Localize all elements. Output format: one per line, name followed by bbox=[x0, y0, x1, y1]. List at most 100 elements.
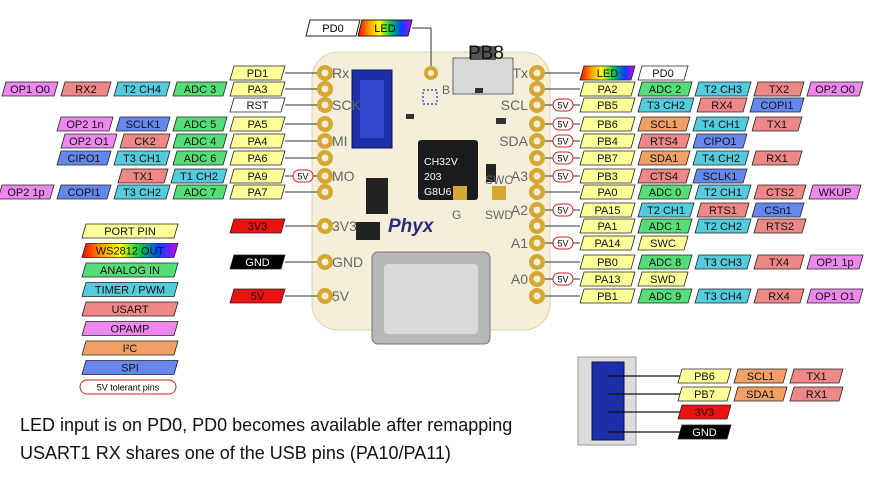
silk-label: Tx bbox=[512, 65, 528, 81]
pin-label-port-bg bbox=[579, 133, 636, 149]
legend-spi-text: SPI bbox=[121, 363, 139, 375]
pin-label-usart-bg bbox=[753, 288, 805, 304]
legend-analog: ANALOG IN bbox=[81, 262, 179, 278]
pin-pad-hole bbox=[321, 69, 329, 77]
pin-pad-hole bbox=[533, 258, 541, 266]
pin-label-opamp-text: OP2 1p bbox=[7, 187, 44, 199]
pin-label-timer: T3 CH2 bbox=[637, 97, 695, 113]
pin-pad-hole bbox=[533, 292, 541, 300]
legend-opamp-text: OPAMP bbox=[111, 324, 150, 336]
pin-label-analog: ADC 9 bbox=[637, 288, 693, 304]
pin-label-port-bg bbox=[229, 116, 286, 132]
pin-label-usart-bg bbox=[753, 184, 807, 200]
legend-port-text: PORT PIN bbox=[104, 226, 156, 238]
pin-label-usart: RX1 bbox=[751, 150, 803, 166]
pin-label-opamp: OP1 O0 bbox=[1, 81, 59, 97]
pin-label-analog-bg bbox=[172, 150, 228, 166]
pin-label-timer-bg bbox=[694, 288, 752, 304]
tolerant-tag-text: 5V bbox=[557, 275, 568, 285]
pin-label-spi: SCLK1 bbox=[115, 116, 171, 132]
pin-pad-hole bbox=[321, 154, 329, 162]
qwiic-label-port-bg bbox=[677, 368, 732, 384]
pin-label-analog-bg bbox=[172, 184, 228, 200]
legend-spi-bg bbox=[81, 360, 179, 375]
qwiic-label-i2c-bg bbox=[733, 368, 788, 384]
pin-label-usart-text: RTS2 bbox=[766, 221, 794, 233]
pin-label-opamp: OP2 1p bbox=[0, 184, 55, 200]
legend-tolerant: 5V tolerant pins bbox=[79, 379, 177, 395]
pin-label-port: PA1 bbox=[579, 218, 636, 234]
pin-label-port-bg bbox=[579, 81, 636, 97]
pin-pad-hole bbox=[533, 222, 541, 230]
tolerant-tag bbox=[552, 169, 574, 183]
pin-pad-hole bbox=[533, 172, 541, 180]
legend-usart-bg bbox=[81, 301, 179, 317]
pin-label-timer-text: T4 CH2 bbox=[702, 153, 740, 165]
pin-label-usart-bg bbox=[637, 168, 691, 184]
qwiic-label-port: PB7 bbox=[677, 386, 732, 402]
pin-label-analog: ADC 6 bbox=[172, 150, 228, 166]
pin-label-opamp: WKUP bbox=[808, 184, 862, 200]
pin-label-port-text: PA2 bbox=[598, 84, 618, 96]
pin-label-timer-bg bbox=[113, 150, 171, 166]
pin-label-port: SWD bbox=[637, 271, 689, 287]
pin-label-usart-text: RTS1 bbox=[709, 205, 737, 217]
pin-label-timer-text: T3 CH3 bbox=[704, 257, 742, 269]
pin-label-port-bg bbox=[579, 288, 636, 304]
pin-label-port: PD1 bbox=[229, 65, 286, 81]
pin-label-usart-bg bbox=[60, 81, 112, 97]
pin-label-analog: ADC 2 bbox=[637, 81, 693, 97]
pin-label-spi-bg bbox=[56, 184, 112, 200]
pin-label-port-text: PA13 bbox=[594, 274, 620, 286]
top-led-labels: PD0 LED bbox=[305, 19, 413, 37]
tolerant-tag-text: 5V bbox=[557, 120, 568, 130]
pin-label-opamp-bg bbox=[806, 254, 864, 270]
pin-label-timer-bg bbox=[637, 202, 695, 218]
pin-label-port-bg bbox=[579, 116, 636, 132]
pin-label-usart: TX1 bbox=[751, 116, 803, 132]
pin-label-timer: T1 CH2 bbox=[170, 168, 228, 184]
pin-label-timer: T2 CH3 bbox=[694, 81, 752, 97]
qwiic-row-2: 3V3 bbox=[608, 404, 732, 420]
pin-label-port-text: PA1 bbox=[598, 221, 618, 233]
qwiic-label-i2c-bg bbox=[733, 386, 788, 402]
pin-label-port-text: PA0 bbox=[598, 187, 618, 199]
pin-label-port-text: PA15 bbox=[594, 205, 620, 217]
legend-led: WS2812 OUT bbox=[81, 243, 179, 258]
pin-label-port-bg bbox=[579, 150, 636, 166]
pin-label-port: PA3 bbox=[229, 81, 286, 97]
qwiic-label-red-text: 3V3 bbox=[695, 407, 715, 419]
pin-label-timer-bg bbox=[694, 81, 752, 97]
pin-label-opamp: OP2 1n bbox=[56, 116, 114, 132]
pin-label-opamp: OP1 O1 bbox=[806, 288, 864, 304]
pin-label-port-bg bbox=[579, 235, 636, 251]
pin-label-analog-bg bbox=[637, 254, 693, 270]
pin-label-analog-text: ADC 4 bbox=[184, 136, 216, 148]
g-pad bbox=[492, 186, 506, 200]
pin-label-timer: T2 CH1 bbox=[637, 202, 695, 218]
pin-label-port-text: PA5 bbox=[248, 119, 268, 131]
pin-pad-hole bbox=[321, 292, 329, 300]
pin-label-timer-text: T2 CH1 bbox=[647, 205, 685, 217]
tolerant-tag-text: 5V bbox=[557, 172, 568, 182]
pin-label-port-bg bbox=[579, 184, 636, 200]
pin-label-usart-bg bbox=[637, 133, 691, 149]
pin-label-port: PA5 bbox=[229, 116, 286, 132]
pin-label-spi-text: CSn1 bbox=[764, 205, 792, 217]
legend-port-bg bbox=[81, 223, 179, 239]
board: CH32V 203 G8U6 Phyx PB8 SWC SWD G B bbox=[311, 27, 551, 345]
pin-label-port-text: PA7 bbox=[248, 187, 268, 199]
pin-label-port-bg bbox=[229, 133, 286, 149]
pin-label-black-text: GND bbox=[245, 257, 270, 269]
pin-pad-hole bbox=[533, 188, 541, 196]
pin-label-opamp: OP1 1p bbox=[806, 254, 864, 270]
pin-label-spi: CIPO1 bbox=[692, 133, 748, 149]
pin-label-usart-text: RX4 bbox=[768, 291, 789, 303]
